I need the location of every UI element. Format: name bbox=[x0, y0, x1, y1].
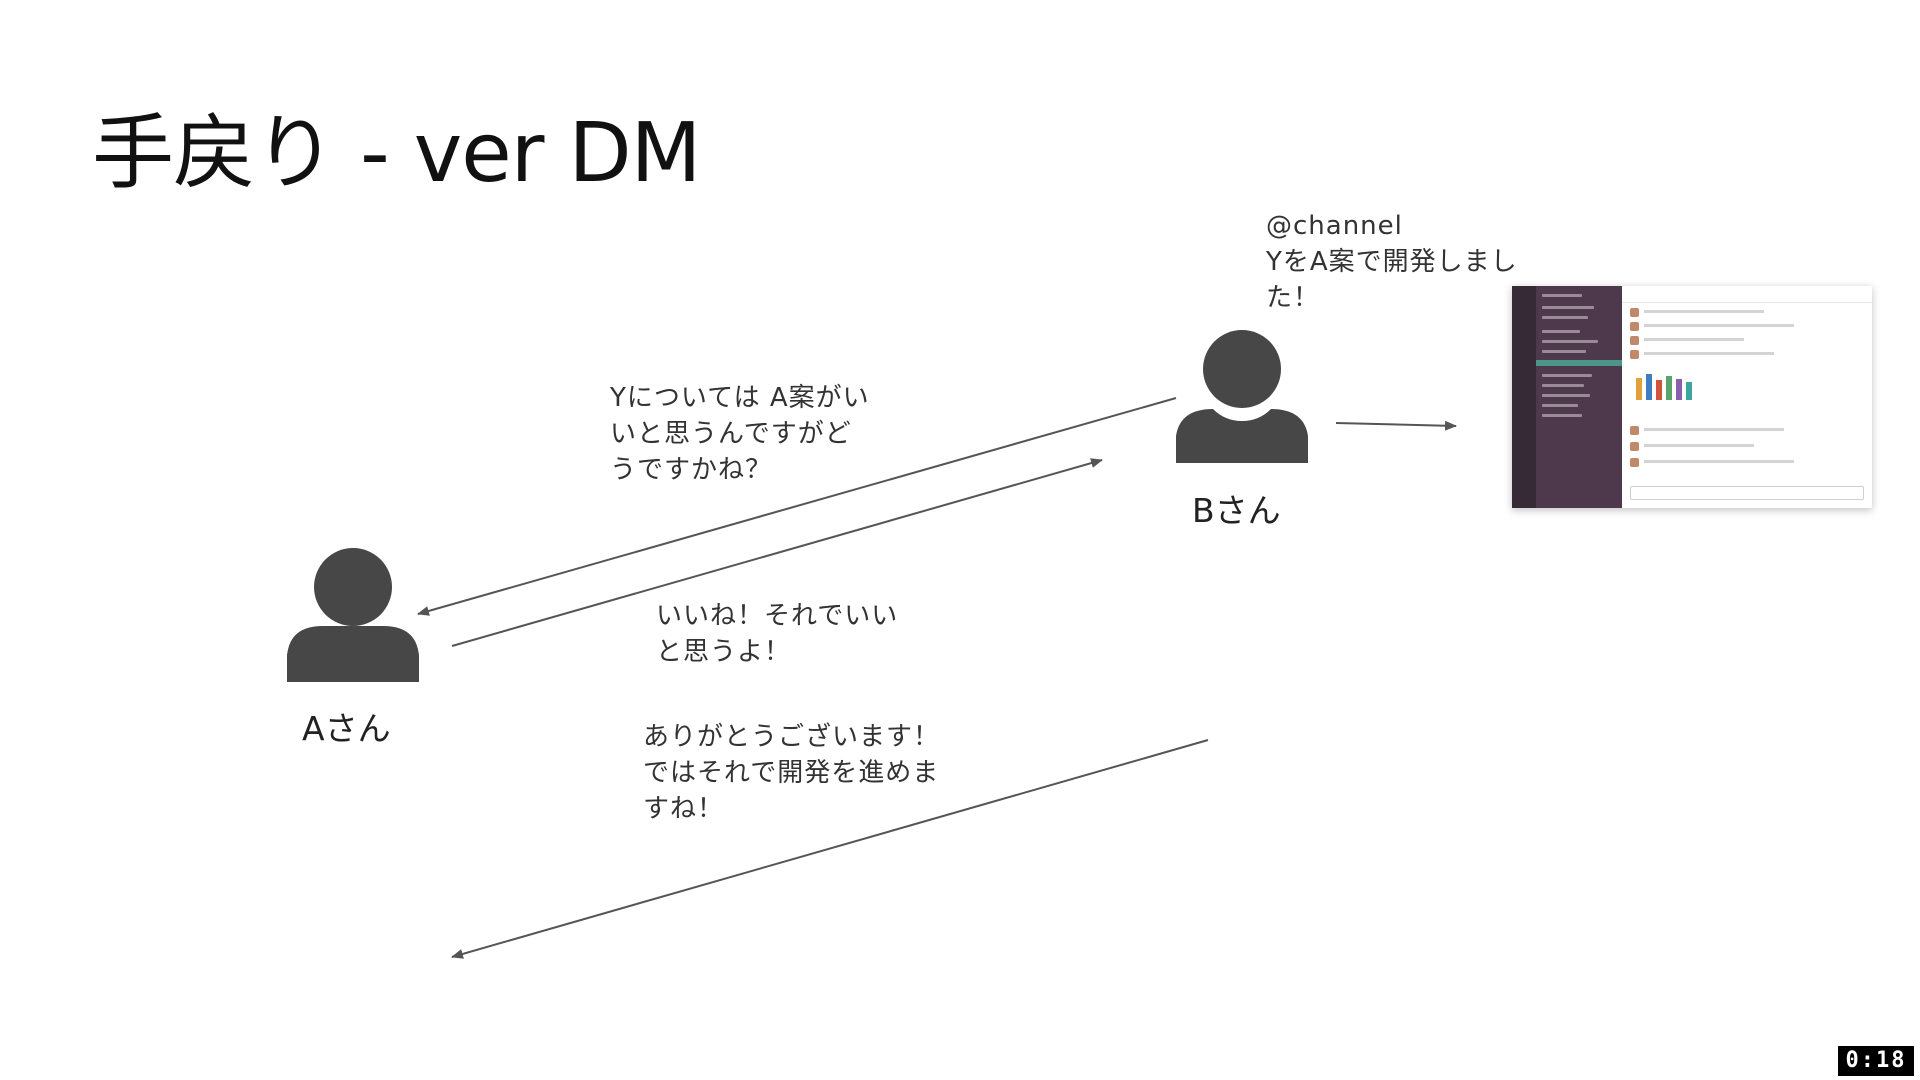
slack-topbar bbox=[1622, 286, 1872, 303]
slack-message-input bbox=[1630, 486, 1864, 500]
slack-message-line bbox=[1644, 338, 1744, 341]
slack-sidebar-line bbox=[1542, 404, 1578, 407]
slack-sidebar-line bbox=[1542, 414, 1582, 417]
slack-message-line bbox=[1644, 352, 1774, 355]
message-line: いいね！それでいい bbox=[656, 601, 899, 631]
slack-avatar bbox=[1630, 426, 1639, 435]
slack-message-line bbox=[1644, 428, 1784, 431]
slack-screenshot bbox=[1512, 286, 1872, 508]
slack-active-channel bbox=[1536, 360, 1622, 366]
slack-message-line bbox=[1644, 460, 1794, 463]
slack-message-line bbox=[1644, 324, 1794, 327]
slack-channel-sidebar bbox=[1536, 286, 1622, 508]
person-b-icon bbox=[1176, 330, 1308, 463]
arrow-b-to-a-question bbox=[417, 397, 1177, 616]
message-b-to-channel: @channel YをA案で開発しまし た！ bbox=[1266, 208, 1518, 316]
slack-sidebar-line bbox=[1542, 350, 1586, 353]
slack-avatar bbox=[1630, 458, 1639, 467]
message-line: ではそれで開発を進めま bbox=[643, 758, 940, 788]
slack-sidebar-line bbox=[1542, 294, 1582, 297]
message-line: た！ bbox=[1266, 283, 1321, 313]
message-line: うですかね？ bbox=[610, 455, 773, 485]
slack-sidebar-line bbox=[1542, 340, 1598, 343]
slack-team-sidebar bbox=[1512, 286, 1536, 508]
slack-sidebar-line bbox=[1542, 306, 1594, 309]
message-line: と思うよ！ bbox=[656, 637, 792, 667]
message-line: Yについては A案がい bbox=[610, 383, 870, 413]
message-line: @channel bbox=[1266, 211, 1403, 241]
arrow-b-to-channel bbox=[1335, 420, 1457, 431]
message-line: YをA案で開発しまし bbox=[1266, 247, 1518, 277]
slack-message-line bbox=[1644, 310, 1764, 313]
person-a-icon bbox=[287, 548, 419, 682]
message-line: すね！ bbox=[643, 794, 725, 824]
person-a-label: Aさん bbox=[302, 709, 391, 748]
slack-people-illustration bbox=[1636, 374, 1692, 400]
slack-avatar bbox=[1630, 308, 1639, 317]
slack-message-line bbox=[1644, 444, 1754, 447]
slack-sidebar-line bbox=[1542, 384, 1584, 387]
slack-avatar bbox=[1630, 322, 1639, 331]
message-a-to-b-reply: いいね！それでいい と思うよ！ bbox=[656, 598, 898, 670]
arrow-a-to-b-reply bbox=[451, 458, 1103, 647]
slack-sidebar-line bbox=[1542, 374, 1592, 377]
video-timestamp-badge: 0:18 bbox=[1838, 1046, 1914, 1076]
slack-avatar bbox=[1630, 336, 1639, 345]
arrow-b-to-a-thanks bbox=[451, 739, 1209, 959]
message-line: ありがとうございます！ bbox=[643, 722, 941, 752]
message-b-to-a-question: Yについては A案がい いと思うんですがど うですかね？ bbox=[610, 380, 870, 488]
message-line: いと思うんですがど bbox=[610, 419, 852, 449]
slack-sidebar-line bbox=[1542, 394, 1590, 397]
slack-avatar bbox=[1630, 350, 1639, 359]
slack-avatar bbox=[1630, 442, 1639, 451]
person-b-label: Bさん bbox=[1192, 491, 1281, 530]
slack-sidebar-line bbox=[1542, 316, 1588, 319]
page-title: 手戻り - ver DM bbox=[92, 106, 701, 201]
message-b-to-a-thanks: ありがとうございます！ ではそれで開発を進めま すね！ bbox=[643, 719, 940, 827]
slack-sidebar-line bbox=[1542, 330, 1580, 333]
